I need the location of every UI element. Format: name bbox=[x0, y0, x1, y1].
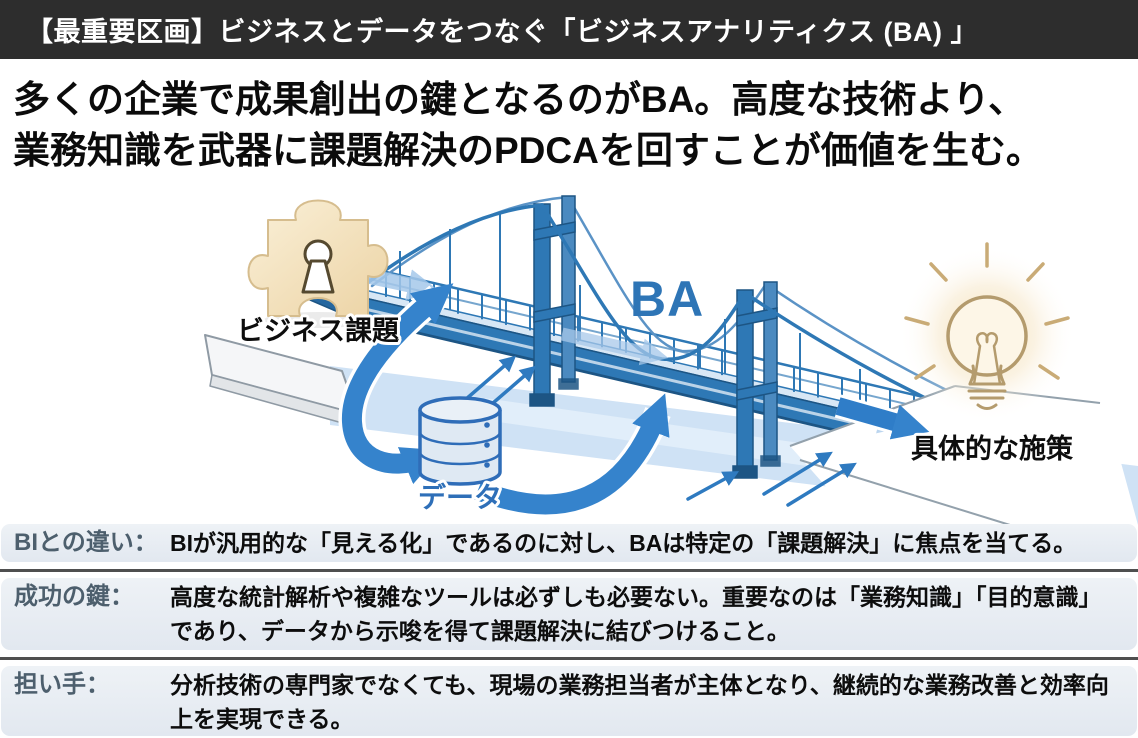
headline: 多くの企業で成果創出の鍵となるのがBA。高度な技術より、 業務知識を武器に課題解… bbox=[13, 74, 1133, 176]
row-divider bbox=[0, 657, 1138, 660]
keyhole-icon bbox=[301, 239, 335, 294]
row-bi-difference-label: BIとの違い： bbox=[14, 529, 158, 556]
header-title: 【最重要区画】ビジネスとデータをつなぐ「ビジネスアナリティクス (BA) 」 bbox=[26, 17, 979, 47]
flow-arrows-main bbox=[338, 283, 930, 518]
info-rows: BIとの違い： BIが汎用的な「見える化」であるのに対し、BAは特定の「課題解決… bbox=[0, 524, 1138, 736]
ba-bridge-diagram: BA ビジネス課題 データ 具体的な施策 bbox=[0, 194, 1138, 526]
row-divider bbox=[0, 569, 1138, 572]
row-practitioner-text: 分析技術の専門家でなくても、現場の業務担当者が主体となり、継続的な業務改善と効率… bbox=[170, 672, 1109, 732]
left-bank bbox=[204, 334, 358, 427]
row-success-key: 成功の鍵： 高度な統計解析や複雑なツールは必ずしも必要ない。重要なのは「業務知識… bbox=[1, 578, 1137, 650]
row-success-key-label: 成功の鍵： bbox=[14, 583, 134, 610]
puzzle-icon bbox=[247, 199, 389, 328]
header-bar: 【最重要区画】ビジネスとデータをつなぐ「ビジネスアナリティクス (BA) 」 bbox=[0, 0, 1138, 59]
row-bi-difference-text: BIが汎用的な「見える化」であるのに対し、BAは特定の「課題解決」に焦点を当てる… bbox=[170, 530, 1077, 556]
outcome-label: 具体的な施策 bbox=[911, 433, 1074, 464]
data-to-bridge-arrow bbox=[474, 393, 670, 515]
bulb-icon bbox=[899, 242, 1075, 422]
database-icon bbox=[418, 396, 502, 486]
row-success-key-text: 高度な統計解析や複雑なツールは必ずしも必要ない。重要なのは「業務知識」「目的意識… bbox=[170, 584, 1102, 644]
bulb-base bbox=[967, 364, 1007, 410]
puzzle-label: ビジネス課題 bbox=[237, 315, 400, 346]
bulb-filament bbox=[972, 332, 1002, 386]
headline-line2: 業務知識を武器に課題解決のPDCAを回すことが価値を生む。 bbox=[13, 130, 1043, 171]
problem-data-cycle-arrow bbox=[341, 283, 454, 485]
ba-label: BA bbox=[630, 271, 704, 327]
row-bi-difference: BIとの違い： BIが汎用的な「見える化」であるのに対し、BAは特定の「課題解決… bbox=[1, 524, 1137, 562]
cable-hangers bbox=[399, 213, 981, 433]
bulb-rays bbox=[904, 242, 1070, 380]
bridge-exit-arrow bbox=[835, 397, 930, 440]
row-practitioner: 担い手： 分析技術の専門家でなくても、現場の業務担当者が主体となり、継続的な業務… bbox=[1, 666, 1137, 736]
diagram-svg: BA ビジネス課題 データ 具体的な施策 bbox=[204, 195, 1138, 526]
headline-line1: 多くの企業で成果創出の鍵となるのがBA。高度な技術より、 bbox=[13, 79, 1026, 120]
data-label: データ bbox=[418, 481, 502, 513]
row-practitioner-label: 担い手： bbox=[14, 671, 110, 698]
